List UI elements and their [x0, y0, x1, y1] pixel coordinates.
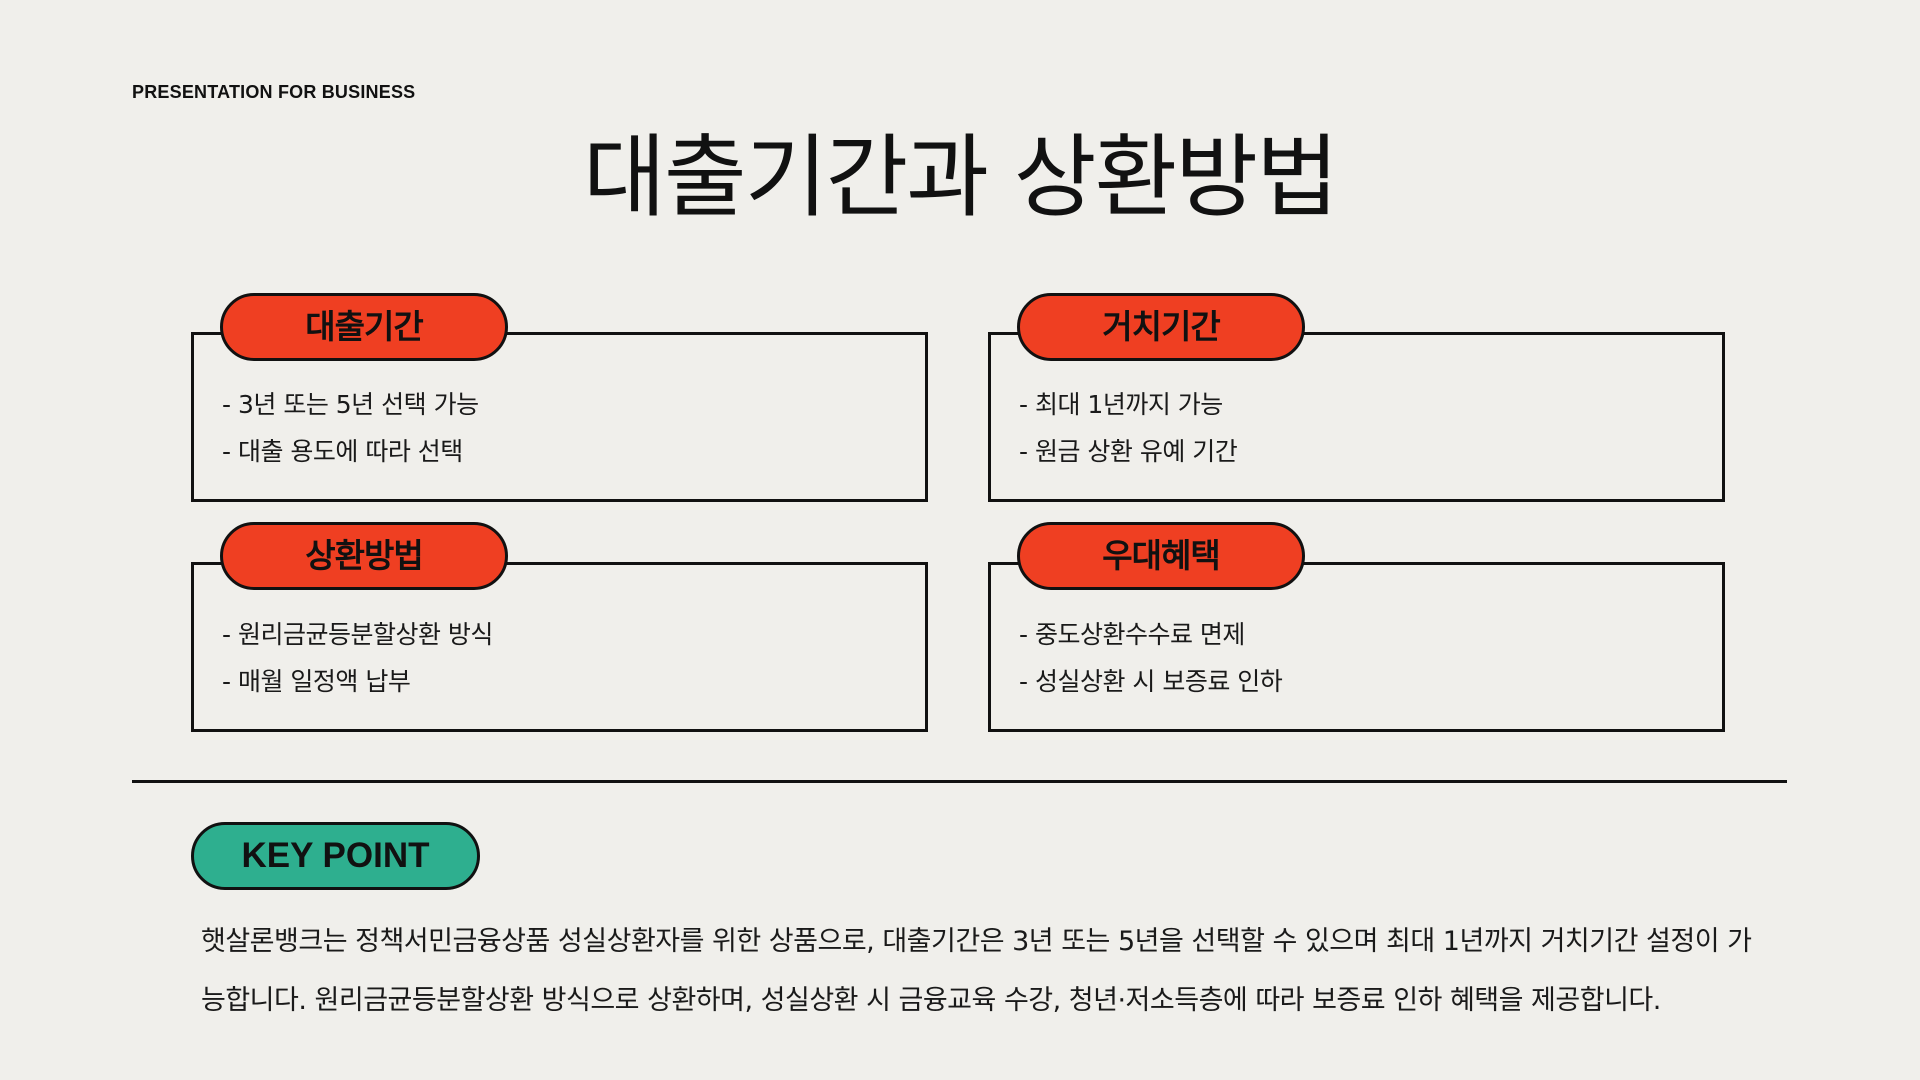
card-item-list: - 원리금균등분할상환 방식 - 매월 일정액 납부 — [222, 611, 493, 705]
tag-grace-period: 거치기간 — [1017, 293, 1305, 361]
card-item: - 대출 용도에 따라 선택 — [222, 437, 463, 466]
slide-title: 대출기간과 상환방법 — [583, 125, 1339, 230]
tag-benefits: 우대혜택 — [1017, 522, 1305, 590]
card-item: - 원리금균등분할상환 방식 — [222, 620, 493, 649]
card-repayment-method: - 원리금균등분할상환 방식 - 매월 일정액 납부 — [191, 562, 928, 732]
card-item: - 최대 1년까지 가능 — [1019, 390, 1223, 419]
card-benefits: - 중도상환수수료 면제 - 성실상환 시 보증료 인하 — [988, 562, 1725, 732]
card-grace-period: - 최대 1년까지 가능 - 원금 상환 유예 기간 — [988, 332, 1725, 502]
key-point-text: 햇살론뱅크는 정책서민금융상품 성실상환자를 위한 상품으로, 대출기간은 3년… — [201, 926, 1752, 1016]
presentation-kicker: PRESENTATION FOR BUSINESS — [132, 82, 416, 102]
tag-loan-period: 대출기간 — [220, 293, 508, 361]
tag-repayment-method: 상환방법 — [220, 522, 508, 590]
key-point-badge: KEY POINT — [191, 822, 480, 890]
card-item-list: - 중도상환수수료 면제 - 성실상환 시 보증료 인하 — [1019, 611, 1283, 705]
card-item: - 원금 상환 유예 기간 — [1019, 437, 1238, 466]
card-item-list: - 최대 1년까지 가능 - 원금 상환 유예 기간 — [1019, 381, 1238, 475]
card-item: - 3년 또는 5년 선택 가능 — [222, 390, 479, 419]
card-item-list: - 3년 또는 5년 선택 가능 - 대출 용도에 따라 선택 — [222, 381, 479, 475]
card-item: - 성실상환 시 보증료 인하 — [1019, 667, 1283, 696]
card-item: - 매월 일정액 납부 — [222, 667, 411, 696]
card-item: - 중도상환수수료 면제 — [1019, 620, 1245, 649]
section-divider — [132, 780, 1787, 783]
